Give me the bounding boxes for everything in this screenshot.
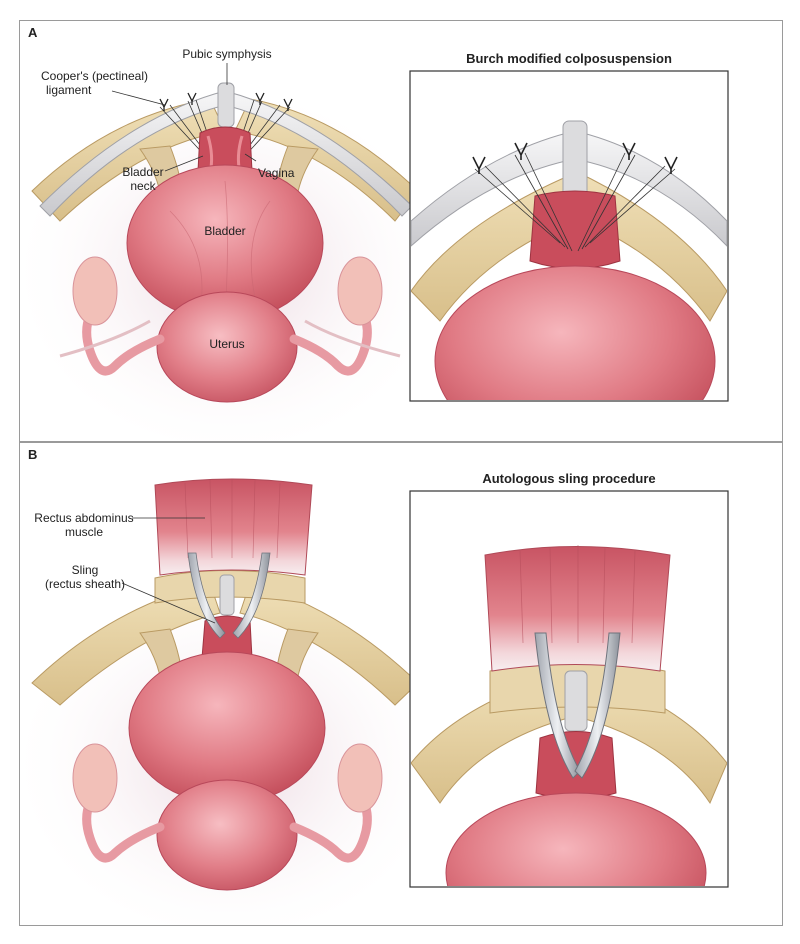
panel-a-illustration [25, 63, 729, 441]
inset-a-knots [472, 142, 678, 174]
round-ligament-left [59, 319, 151, 358]
label-bladder-neck-2: neck [130, 179, 156, 193]
panel-a: A Burch modified colposuspension Pubic s… [19, 20, 783, 442]
round-ligament-right [304, 319, 401, 358]
uterus [156, 291, 298, 403]
panel-b-letter: B [28, 447, 38, 462]
inset-a-sutures [474, 152, 676, 252]
sling-right [232, 552, 271, 639]
label-coopers-ligament-2: ligament [46, 83, 92, 97]
label-vagina: Vagina [258, 166, 295, 180]
panel-b: B Autologous sling procedure Rectus abdo… [19, 442, 783, 926]
pubic-symphysis [217, 82, 235, 128]
ovary-left-b [72, 743, 118, 813]
pelvic-bone-right-b [239, 582, 419, 706]
ovary-left [72, 256, 118, 326]
panel-a-letter: A [28, 25, 38, 40]
pelvic-bone-right [234, 98, 419, 222]
pelvic-bone-left-b [31, 582, 221, 706]
inset-b-fibers [519, 545, 636, 644]
pubic-symphysis-b [219, 574, 235, 616]
label-rectus-1: Rectus abdominus [34, 511, 134, 525]
inset-b-rectus [484, 546, 671, 672]
ovary-right [337, 256, 383, 326]
label-bladder-neck-1: Bladder [122, 165, 164, 179]
uterus-b [156, 779, 298, 891]
label-sling-1: Sling [71, 563, 99, 577]
inset-b-title: Autologous sling procedure [482, 471, 656, 486]
rectus-muscle [154, 478, 313, 576]
inset-a-title: Burch modified colposuspension [466, 51, 672, 66]
muscle-fibers [184, 479, 281, 559]
sling-left [187, 552, 226, 639]
panel-b-illustration [25, 478, 729, 925]
inset-a-symphysis [562, 120, 588, 202]
inset-a-bladder [434, 265, 716, 400]
label-uterus: Uterus [209, 337, 245, 351]
coopers-ligament [39, 90, 413, 217]
inset-a-ligament [411, 130, 727, 247]
label-pubic-symphysis: Pubic symphysis [182, 47, 272, 61]
suture-knots-a [159, 92, 293, 111]
leader-lines-b [121, 517, 216, 624]
inset-b [409, 490, 729, 888]
inset-b-symphysis [564, 670, 588, 732]
inset-b-sling-right [574, 632, 621, 779]
ovary-right-b [337, 743, 383, 813]
label-coopers-ligament-1: Cooper's (pectineal) [40, 69, 148, 83]
label-bladder: Bladder [204, 224, 246, 238]
label-sling-2: (rectus sheath) [44, 577, 126, 591]
label-rectus-2: muscle [64, 525, 103, 539]
inset-a-bladder-neck [529, 190, 621, 269]
leader-lines-a [111, 63, 257, 172]
inset-b-bladder [445, 792, 707, 886]
inset-a [409, 70, 729, 402]
